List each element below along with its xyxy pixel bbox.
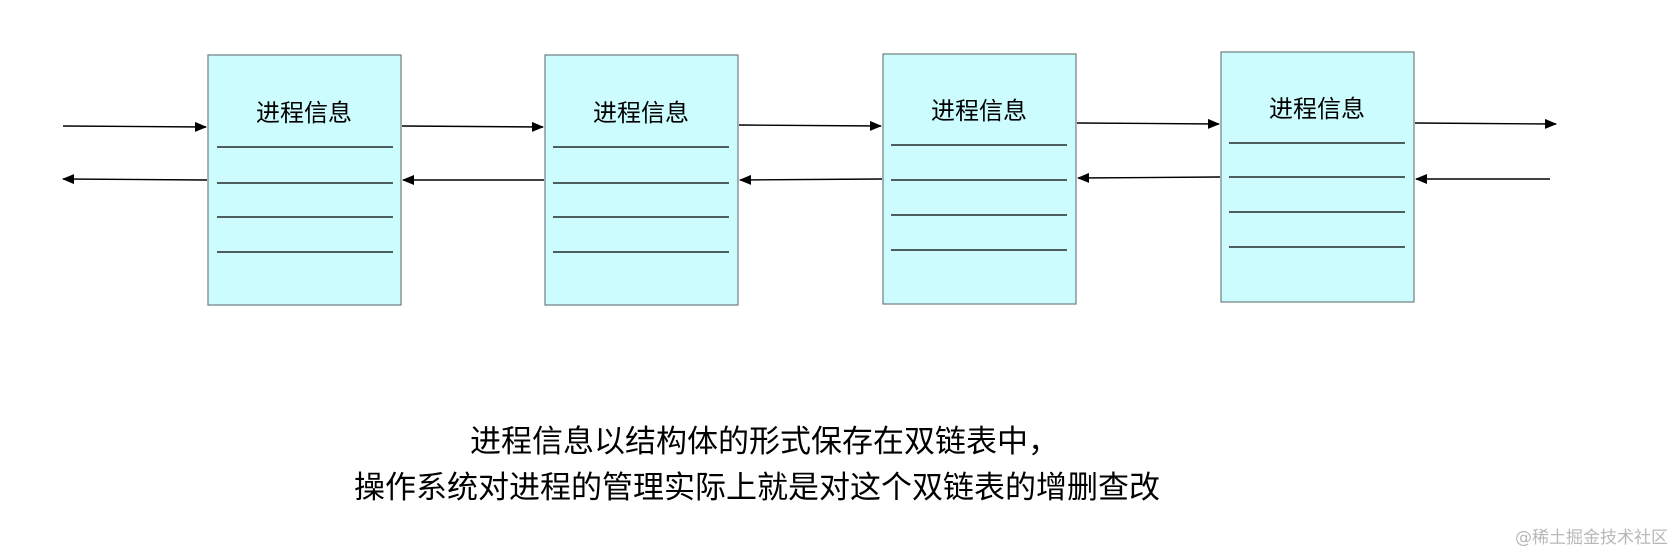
node-title: 进程信息 xyxy=(931,97,1027,125)
node-title: 进程信息 xyxy=(256,99,352,127)
process-node-2: 进程信息 xyxy=(544,54,739,306)
prev-arrow-3-2 xyxy=(739,174,883,185)
prev-pointers xyxy=(62,172,1550,185)
next-arrow-in xyxy=(62,121,207,132)
next-arrow-1-2 xyxy=(401,121,544,132)
caption-line-1: 进程信息以结构体的形式保存在双链表中， xyxy=(470,424,1059,460)
next-arrow-2-3 xyxy=(738,120,882,131)
node-box xyxy=(544,54,739,306)
process-node-1: 进程信息 xyxy=(207,54,402,306)
prev-arrow-4-3 xyxy=(1077,172,1221,183)
next-arrow-out xyxy=(1414,118,1557,129)
next-arrow-3-4 xyxy=(1076,118,1220,129)
node-title: 进程信息 xyxy=(1269,95,1365,123)
next-pointers xyxy=(62,118,1557,132)
node-box xyxy=(882,53,1077,305)
process-node-4: 进程信息 xyxy=(1220,51,1415,303)
watermark: @稀土掘金技术社区 xyxy=(1515,528,1668,548)
node-box xyxy=(207,54,402,306)
process-node-3: 进程信息 xyxy=(882,53,1077,305)
node-title: 进程信息 xyxy=(593,99,689,127)
caption-line-2: 操作系统对进程的管理实际上就是对这个双链表的增删查改 xyxy=(354,470,1160,506)
prev-arrow-out xyxy=(62,174,208,185)
